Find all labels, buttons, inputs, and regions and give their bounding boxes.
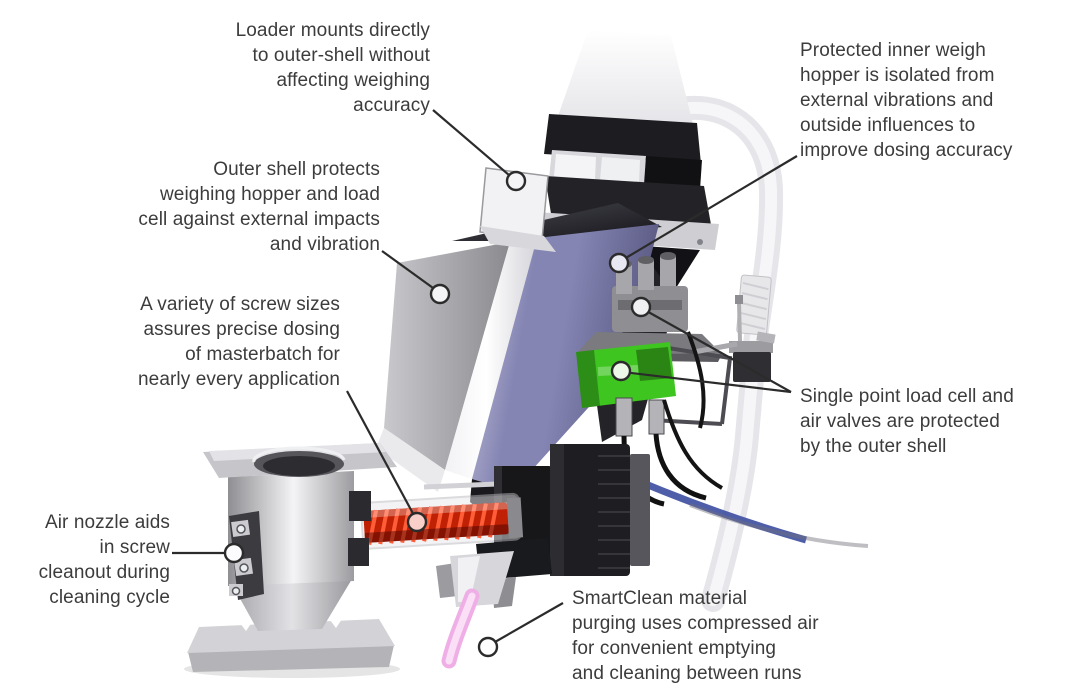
- air-nozzle-bracket: [229, 511, 264, 600]
- leader-smartclean: [487, 602, 564, 647]
- load-cell-shadow-left: [576, 350, 600, 408]
- leader-screw-sizes: [346, 390, 418, 522]
- callout-label-screw-sizes: A variety of screw sizes assures precise…: [137, 294, 340, 390]
- motor-front-edge: [550, 444, 564, 576]
- callout-markers: [223, 170, 652, 658]
- loader-sight-window-left: [554, 154, 596, 180]
- callout-label-outer-shell: Outer shell protects weighing hopper and…: [138, 159, 380, 255]
- frame-arm: [693, 341, 738, 355]
- loader-tube: [557, 30, 694, 128]
- valve-port: [638, 260, 654, 290]
- marker-outer-shell: [429, 283, 451, 305]
- marker-load-cell: [610, 360, 632, 382]
- screw-flights: [367, 502, 499, 546]
- callout-label-loader-mount: Loader mounts directly to outer-shell wi…: [235, 20, 430, 116]
- loader-sight-band-shadow: [644, 156, 702, 190]
- outer-shell-panel: [384, 242, 510, 470]
- leader-load-cell-lower: [622, 370, 792, 394]
- marker-air-nozzle: [223, 542, 245, 564]
- tube-clamp-bolt: [756, 331, 776, 344]
- motor-end-cap: [630, 454, 650, 566]
- nozzle-bolt: [236, 524, 246, 534]
- callout-label-smartclean: SmartClean material purging uses compres…: [572, 588, 819, 684]
- motor-fins: [598, 455, 630, 569]
- tube-highlight: [646, 101, 778, 606]
- callout-label-load-cell: Single point load cell and air valves ar…: [800, 386, 1014, 457]
- vessel-opening: [263, 456, 335, 476]
- loader-sight-window-right: [600, 157, 640, 183]
- motor-body: [550, 444, 630, 576]
- marker-screw: [406, 511, 428, 533]
- valve-port: [660, 256, 676, 286]
- vessel-side-tab: [349, 491, 371, 521]
- material-supply-tube: [640, 95, 784, 612]
- callout-label-air-nozzle: Air nozzle aids in screw cleanout during…: [38, 512, 170, 608]
- valve-port-top: [638, 256, 654, 264]
- marker-air-valves: [630, 296, 652, 318]
- load-cell-detail: [636, 347, 672, 381]
- tube-clamp-pin-head: [735, 295, 743, 304]
- callout-leaders: [172, 109, 798, 647]
- leader-outer-shell: [381, 250, 441, 294]
- screw-shadow: [364, 524, 509, 543]
- tube-clamp-plate: [729, 341, 773, 353]
- vessel-base-front: [188, 645, 394, 672]
- connector-fitting: [615, 397, 633, 437]
- vessel-side-tab: [348, 538, 369, 566]
- cleanout-vessel: [184, 443, 400, 678]
- screw-coupler: [506, 497, 524, 539]
- tube-braided-section: [736, 274, 772, 336]
- bracket-foot: [480, 226, 556, 252]
- marker-inner-weigh-hopper: [608, 252, 630, 274]
- shell-highlight-stripe: [445, 238, 537, 479]
- base-notch: [240, 622, 252, 631]
- marker-loader-mount: [505, 170, 527, 192]
- opening-highlight: [252, 446, 346, 463]
- nozzle-bolt: [231, 586, 241, 596]
- marker-smartclean: [477, 636, 499, 658]
- screw-highlight: [363, 502, 508, 518]
- loader-collar-upper: [544, 114, 701, 164]
- discharge-spout-highlight: [458, 556, 480, 602]
- leader-load-cell-upper: [642, 308, 792, 393]
- leader-loader-mount: [432, 109, 517, 182]
- base-notch: [330, 619, 342, 628]
- screw-assembly: [360, 492, 524, 550]
- purge-stream-core: [445, 592, 476, 665]
- clamp-ring-bolt: [697, 239, 703, 245]
- vessel-base-top: [187, 619, 395, 653]
- gray-cable: [689, 503, 869, 548]
- valve-port-top: [660, 252, 676, 260]
- black-cable: [653, 433, 707, 501]
- mounting-bracket: [479, 167, 556, 252]
- outer-shell-flange: [376, 428, 445, 492]
- callout-label-inner-weigh-hopper: Protected inner weigh hopper is isolated…: [800, 40, 1013, 161]
- leader-inner-weigh-hopper: [618, 155, 798, 263]
- nozzle-bolt: [239, 563, 249, 573]
- black-cable: [662, 399, 723, 490]
- loader: [532, 30, 719, 288]
- connector-fitting: [648, 399, 665, 435]
